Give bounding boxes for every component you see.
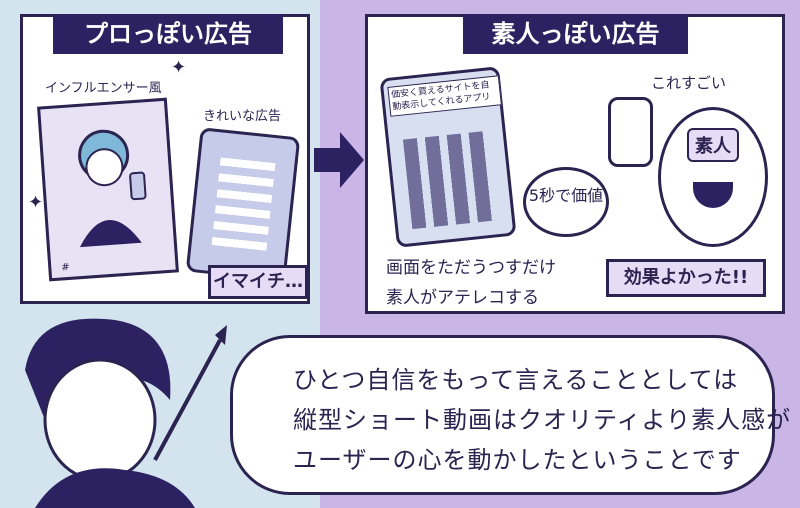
bullet-1: 画面をただうつすだけ <box>386 258 556 278</box>
svg-text:#: # <box>61 262 70 274</box>
presenter-avatar <box>25 318 227 508</box>
result-badge: 効果よかった!! <box>606 259 766 297</box>
amateur-ad-phone: 価安く買えるサイトを自動表示してくれるアプリ <box>379 66 517 248</box>
sparkle-icon: ✦ <box>171 57 187 78</box>
amateur-ad-title: 素人っぽい広告 <box>463 14 688 54</box>
speech-line-1: ひとつ自信をもって言えることとしては <box>293 366 739 394</box>
sparkle-icon: ✦ <box>28 192 44 213</box>
clean-ad-label: きれいな広告 <box>203 109 282 124</box>
clean-ad-phone <box>185 127 301 282</box>
amateur-label: 素人 <box>687 128 739 162</box>
influencer-figure-icon: # <box>61 129 147 274</box>
pro-ad-panel: プロっぽい広告 インフルエンサー風 # きれいな広告 イマイチ… ✦ ✦ <box>20 14 310 304</box>
speech-line-2: 縦型ショート動画はクオリティより素人感が <box>293 406 792 434</box>
mouth-icon <box>693 182 733 208</box>
five-second-bubble: 5秒で価値 <box>523 167 609 237</box>
app-grid-icon <box>211 157 276 253</box>
speech-line-3: ユーザーの心を動かしたということです <box>293 446 742 474</box>
bullet-2: 素人がアテレコする <box>386 288 539 308</box>
app-icons <box>402 130 497 230</box>
amateur-ad-panel: 素人っぽい広告 価安く買えるサイトを自動表示してくれるアプリ 5秒で価値 これす… <box>365 14 785 314</box>
screen-note: 価安く買えるサイトを自動表示してくれるアプリ <box>387 75 502 117</box>
pro-ad-title: プロっぽい広告 <box>53 14 283 54</box>
held-phone <box>608 97 653 167</box>
amateur-face: 素人 <box>658 107 768 247</box>
influencer-label: インフルエンサー風 <box>45 81 162 96</box>
five-second-text: 5秒で価値 <box>528 186 604 205</box>
meh-verdict: イマイチ… <box>208 265 308 299</box>
influencer-card: # <box>37 97 179 282</box>
exclaim-text: これすごい <box>651 74 727 92</box>
speech-bubble: ひとつ自信をもって言えることとしては 縦型ショート動画はクオリティより素人感が … <box>230 335 790 495</box>
arrow-right-icon <box>314 132 364 188</box>
